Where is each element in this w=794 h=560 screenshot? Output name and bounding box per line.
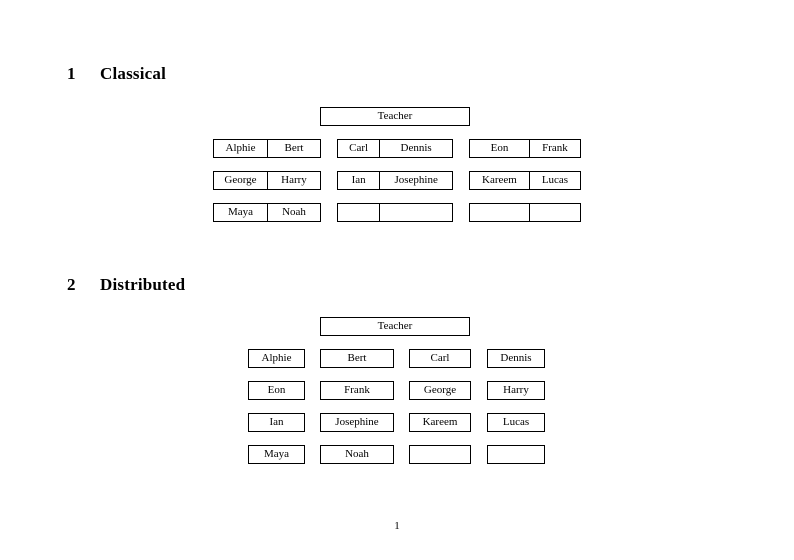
table-cell: Lucas [528,172,580,189]
table-cell: Eon [490,142,509,154]
table-cell: Frank [528,140,580,157]
table-cell: Dennis [379,140,452,157]
classical-group-middle-row-2: Ian Josephine [337,171,453,190]
classical-group-right-row-2: Kareem Lucas [469,171,581,190]
classical-group-middle-row-1: Carl Dennis [337,139,453,158]
table-cell: Alphie [225,142,256,154]
distributed-box: Noah [320,445,394,464]
section-1-number: 1 [67,64,76,83]
distributed-box: Bert [320,349,394,368]
classical-group-left-row-1: Alphie Bert [213,139,321,158]
distributed-teacher-box: Teacher [320,317,470,336]
classical-teacher-box: Teacher [320,107,470,126]
section-2-title: Distributed [100,275,186,294]
distributed-box [487,445,545,464]
table-cell: Carl [349,142,369,154]
section-2-number: 2 [67,275,76,294]
distributed-box: Lucas [487,413,545,432]
table-cell [338,204,379,221]
section-1-title: Classical [100,64,167,83]
table-cell: Kareem [482,174,517,186]
distributed-box: Harry [487,381,545,400]
distributed-box: Eon [248,381,305,400]
distributed-box: Josephine [320,413,394,432]
distributed-box: Kareem [409,413,471,432]
classical-group-middle-row-3 [337,203,453,222]
table-cell: Harry [266,172,320,189]
distributed-box: Carl [409,349,471,368]
classical-group-right-row-1: Eon Frank [469,139,581,158]
table-cell [528,204,580,221]
classical-group-left-row-3: Maya Noah [213,203,321,222]
table-cell: Josephine [379,172,452,189]
classical-group-left-row-2: George Harry [213,171,321,190]
table-cell: Bert [266,140,320,157]
distributed-box: Alphie [248,349,305,368]
distributed-box: George [409,381,471,400]
page-number: 1 [394,520,400,532]
distributed-box: Maya [248,445,305,464]
distributed-box: Dennis [487,349,545,368]
table-cell: George [224,174,257,186]
distributed-box [409,445,471,464]
table-cell [379,204,452,221]
distributed-box: Ian [248,413,305,432]
table-cell [470,204,529,221]
table-cell: Noah [266,204,320,221]
table-cell: Maya [227,206,254,218]
table-cell: Ian [351,174,366,186]
distributed-box: Frank [320,381,394,400]
classical-group-right-row-3 [469,203,581,222]
